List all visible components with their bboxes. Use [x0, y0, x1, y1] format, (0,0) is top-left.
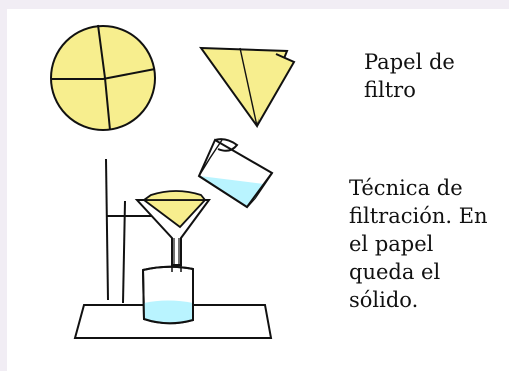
funnel-with-filter-paper-icon — [134, 190, 211, 266]
filter-paper-cone-icon — [199, 46, 296, 129]
filter-paper-label: Papel de filtro — [364, 50, 455, 102]
pouring-beaker-icon — [197, 138, 274, 209]
collecting-beaker-icon — [141, 265, 194, 325]
folded-filter-paper-disc-icon — [50, 24, 156, 131]
filtration-technique-label: Técnica de filtración. En el papel queda… — [349, 176, 488, 312]
